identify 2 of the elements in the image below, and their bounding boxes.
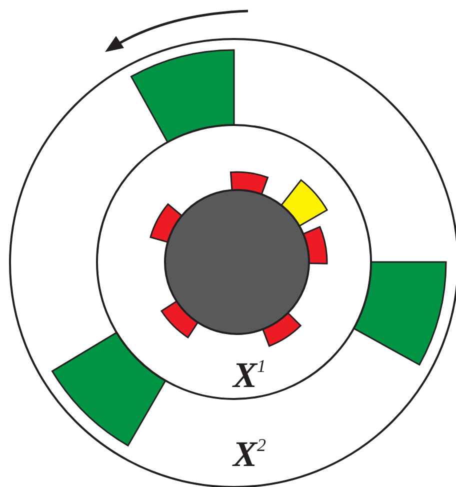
region-label: X$^{1}$ xyxy=(233,357,266,393)
region-label: X$^{2}$ xyxy=(233,436,266,472)
